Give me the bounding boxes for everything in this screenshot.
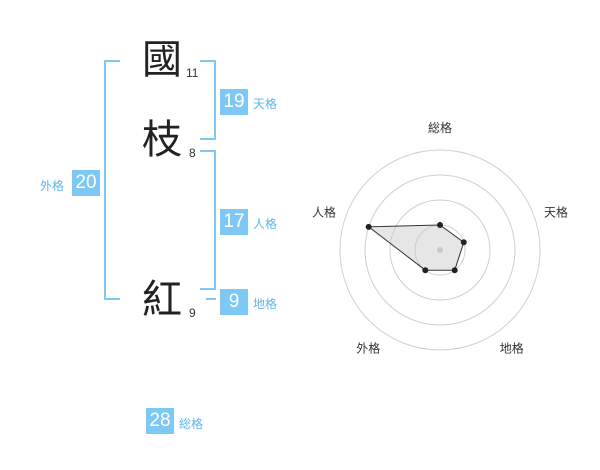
radar-data-area — [367, 224, 465, 271]
jinkaku-label: 人格 — [253, 217, 278, 231]
chikaku-badge: 9 — [220, 289, 248, 315]
tenkaku-label: 天格 — [253, 97, 278, 111]
gaikaku-badge: 20 — [72, 170, 100, 196]
radar-axis-label: 外格 — [356, 341, 380, 356]
radar-data-point — [422, 267, 429, 274]
radar-axis-label: 天格 — [544, 204, 568, 219]
radar-data-point — [451, 267, 458, 274]
radar-axis-label: 総格 — [428, 120, 452, 135]
stroke-count-2: 8 — [189, 146, 196, 160]
gaikaku-label: 外格 — [40, 179, 65, 193]
outer-bracket — [104, 60, 120, 300]
tenkaku-badge: 19 — [220, 89, 248, 115]
radar-grid-ring — [389, 199, 491, 301]
name-char-3: 紅 — [142, 277, 182, 323]
radar-data-point — [437, 222, 443, 228]
radar-data-point — [365, 223, 372, 230]
soukaku-label: 総格 — [179, 417, 204, 431]
name-char-1: 國 — [142, 37, 182, 83]
radar-axis-label: 人格 — [312, 204, 336, 219]
stroke-count-3: 9 — [189, 306, 196, 320]
stroke-count-1: 11 — [186, 66, 199, 80]
chikaku-label: 地格 — [253, 297, 278, 311]
radar-grid-ring — [339, 149, 541, 351]
radar-axis-label: 地格 — [500, 341, 524, 356]
soukaku-badge: 28 — [146, 408, 174, 434]
chikaku-tick — [206, 298, 216, 300]
jinkaku-bracket — [200, 150, 216, 290]
radar-center-point — [437, 247, 443, 253]
radar-grid-ring — [364, 174, 516, 326]
radar-data-point — [460, 239, 467, 246]
tenkaku-bracket — [200, 60, 216, 140]
name-char-2: 枝 — [142, 117, 182, 163]
jinkaku-badge: 17 — [220, 209, 248, 235]
